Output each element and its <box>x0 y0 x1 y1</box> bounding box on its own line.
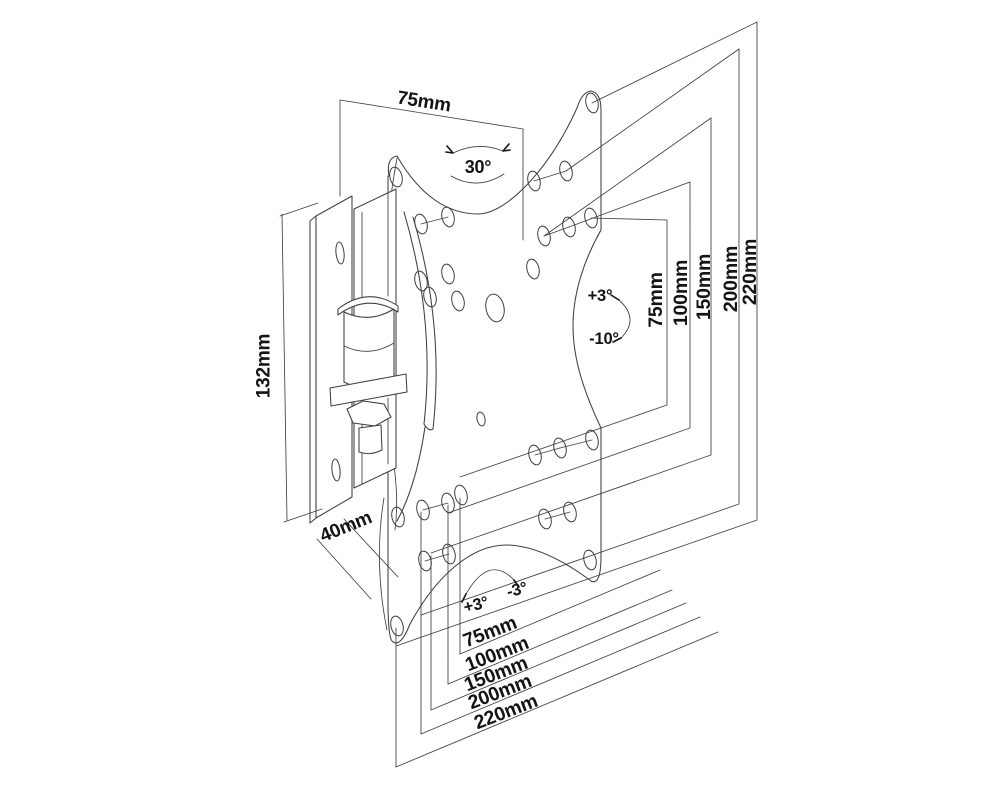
dimension-lines <box>279 99 524 600</box>
vesa-frame-150 <box>430 117 712 711</box>
vesa-frame-200 <box>420 48 740 735</box>
label-vesa-right-220: 220mm <box>739 239 761 305</box>
mounting-hole <box>585 92 599 114</box>
dimension-bracket-depth <box>316 518 399 600</box>
hole-connector-lines <box>420 170 593 562</box>
label-bracket-depth: 40mm <box>317 507 375 547</box>
label-tilt-up: +3° <box>588 287 613 305</box>
tilt-arc-bottom <box>461 569 520 603</box>
tilt-arc-right <box>610 294 631 343</box>
mounting-hole <box>390 615 404 637</box>
mounting-hole <box>537 225 551 247</box>
label-vesa-right-200: 200mm <box>720 246 742 312</box>
vesa-labels-bottom: 75mm 100mm 150mm 200mm 220mm <box>460 612 541 734</box>
swivel-arc <box>445 143 511 184</box>
dimension-top-width <box>339 99 524 241</box>
hinge-stem <box>358 424 383 455</box>
mounting-hole <box>526 258 540 280</box>
vesa-size-frames <box>395 21 758 768</box>
label-top-width: 75mm <box>396 87 453 116</box>
vesa-labels-right: 75mm 100mm 150mm 200mm 220mm <box>645 239 761 328</box>
mounting-hole <box>562 216 576 238</box>
wall-plate-side-face <box>309 215 317 524</box>
keyhole-slot-lower <box>331 458 341 482</box>
hinge-barrel-seam <box>343 342 395 352</box>
keyhole-slot-upper <box>335 241 345 265</box>
small-center-hole <box>476 411 486 427</box>
vesa-frame-75 <box>459 217 668 655</box>
mounting-hole <box>583 549 597 571</box>
vesa-plate-outline <box>387 90 602 644</box>
label-vesa-right-150: 150mm <box>693 254 715 320</box>
wall-plate-front-face <box>315 195 353 519</box>
center-hole <box>485 293 505 323</box>
mounting-hole <box>451 290 465 312</box>
labels: 75mm 30° +3° -10° 132mm 40mm +3° -3° 75m… <box>254 87 762 734</box>
hinge-dome-cap <box>337 296 399 316</box>
wall-bracket-assembly <box>309 188 437 524</box>
label-vesa-right-100: 100mm <box>670 260 692 326</box>
hinge-barrel <box>343 308 395 389</box>
dimension-bracket-height <box>279 202 323 523</box>
mounting-holes <box>389 92 599 637</box>
vesa-frame-100 <box>447 181 691 685</box>
plate-side-thickness-line <box>378 497 388 631</box>
vesa-frame-220 <box>395 21 758 768</box>
swivel-arm-curve <box>396 211 437 522</box>
label-vesa-right-75: 75mm <box>645 272 667 328</box>
mounting-hole <box>441 263 455 285</box>
mounting-hole <box>389 166 403 188</box>
label-bottom-tilt-left: +3° <box>462 593 490 616</box>
label-swivel-angle: 30° <box>465 157 492 177</box>
angle-marks <box>445 143 631 603</box>
label-tilt-down: -10° <box>589 330 619 348</box>
hinge-nut <box>346 400 392 427</box>
mounting-hole <box>423 286 437 308</box>
mounting-hole <box>391 506 405 528</box>
label-bracket-height: 132mm <box>254 334 275 399</box>
hinge-flange <box>329 373 408 407</box>
label-bottom-tilt-right: -3° <box>505 579 529 601</box>
mounting-hole <box>454 484 468 506</box>
